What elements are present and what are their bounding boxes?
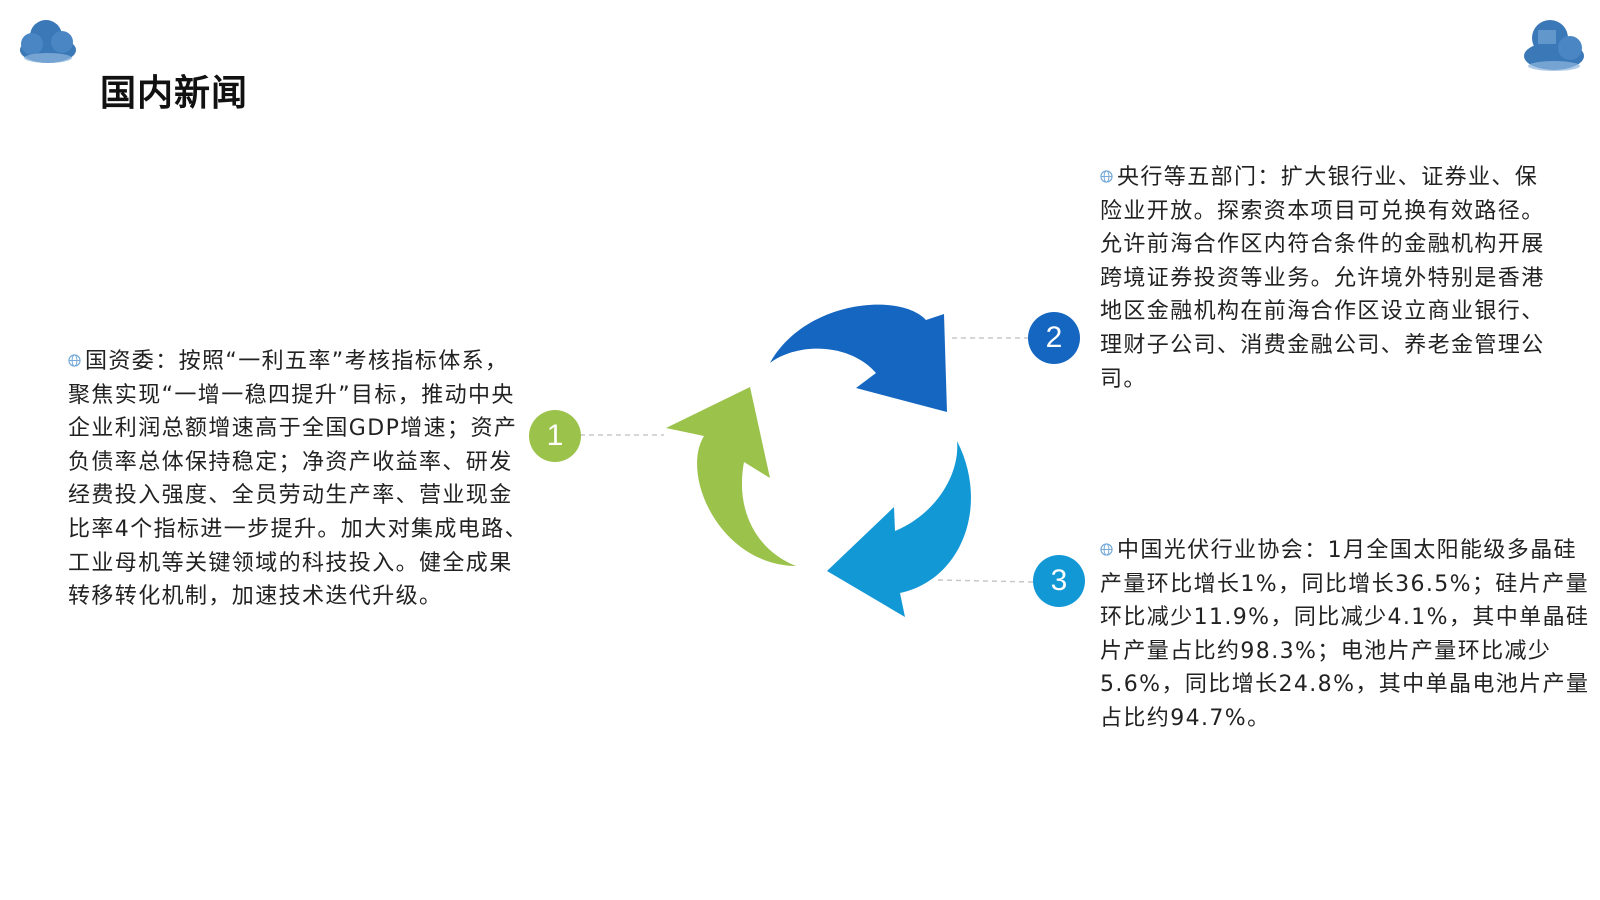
step-1-badge: 1 — [529, 410, 581, 462]
globe-bullet-icon — [1100, 543, 1113, 556]
news-item-3: 中国光伏行业协会：1月全国太阳能级多晶硅产量环比增长1%，同比增长36.5%；硅… — [1100, 534, 1590, 736]
step-3-badge: 3 — [1033, 555, 1085, 607]
arrow-dark-blue — [770, 304, 947, 412]
connector-3 — [937, 579, 1034, 583]
page-title: 国内新闻 — [100, 73, 249, 114]
news-item-3-text: 中国光伏行业协会：1月全国太阳能级多晶硅产量环比增长1%，同比增长36.5%；硅… — [1100, 538, 1590, 731]
news-item-1: 国资委：按照“一利五率”考核指标体系，聚焦实现“一增一稳四提升”目标，推动中央企… — [68, 345, 528, 614]
cloud-icon-left — [20, 20, 76, 63]
news-item-2: 央行等五部门：扩大银行业、证券业、保险业开放。探索资本项目可兑换有效路径。允许前… — [1100, 161, 1560, 396]
cloud-icon-right — [1524, 20, 1584, 71]
globe-bullet-icon — [68, 354, 81, 367]
arrow-green — [666, 387, 796, 566]
arrow-light-blue — [827, 441, 971, 617]
step-2-badge: 2 — [1028, 312, 1080, 364]
globe-bullet-icon — [1100, 170, 1113, 183]
news-item-2-text: 央行等五部门：扩大银行业、证券业、保险业开放。探索资本项目可兑换有效路径。允许前… — [1100, 165, 1545, 392]
news-item-1-text: 国资委：按照“一利五率”考核指标体系，聚焦实现“一增一稳四提升”目标，推动中央企… — [68, 349, 528, 610]
